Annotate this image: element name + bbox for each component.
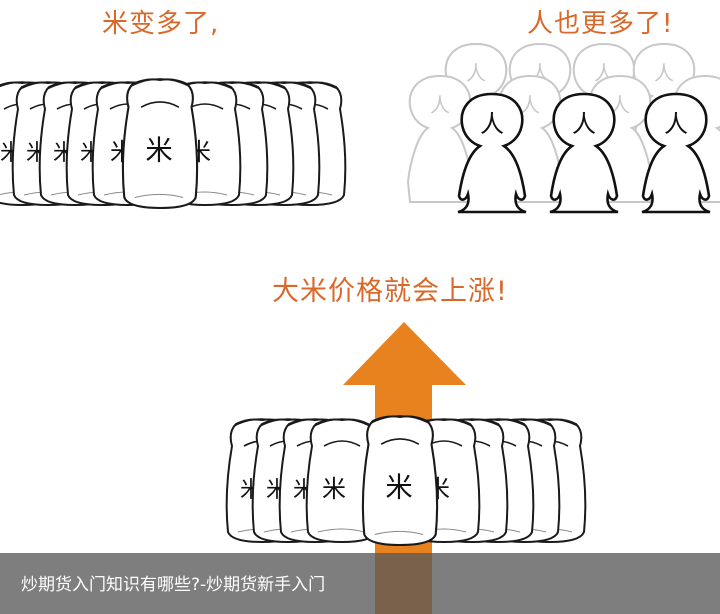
rice-bag-front: 米 (361, 414, 439, 547)
svg-text:人: 人 (610, 93, 630, 117)
caption-title: 炒期货入门知识有哪些?-炒期货新手入门 (21, 575, 326, 595)
rice-increase-label: 米变多了, (102, 9, 220, 39)
caption-bar: 炒期货入门知识有哪些?-炒期货新手入门 (0, 553, 720, 614)
svg-text:人: 人 (466, 61, 486, 85)
person-figure: 人 (457, 92, 527, 214)
svg-text:米: 米 (322, 475, 346, 503)
svg-text:人: 人 (430, 93, 450, 117)
people-increase-label: 人也更多了! (527, 9, 674, 39)
rice-bag-front: 米 (121, 77, 199, 210)
svg-text:人: 人 (654, 61, 674, 85)
svg-text:人: 人 (664, 110, 688, 138)
svg-text:人: 人 (520, 93, 540, 117)
price-rise-label: 大米价格就会上涨! (272, 276, 508, 307)
svg-text:米: 米 (145, 136, 172, 167)
svg-text:人: 人 (480, 110, 504, 138)
person-figure: 人 (641, 92, 711, 214)
svg-text:人: 人 (572, 110, 596, 138)
svg-text:米: 米 (385, 473, 412, 504)
person-figure: 人 (549, 92, 619, 214)
